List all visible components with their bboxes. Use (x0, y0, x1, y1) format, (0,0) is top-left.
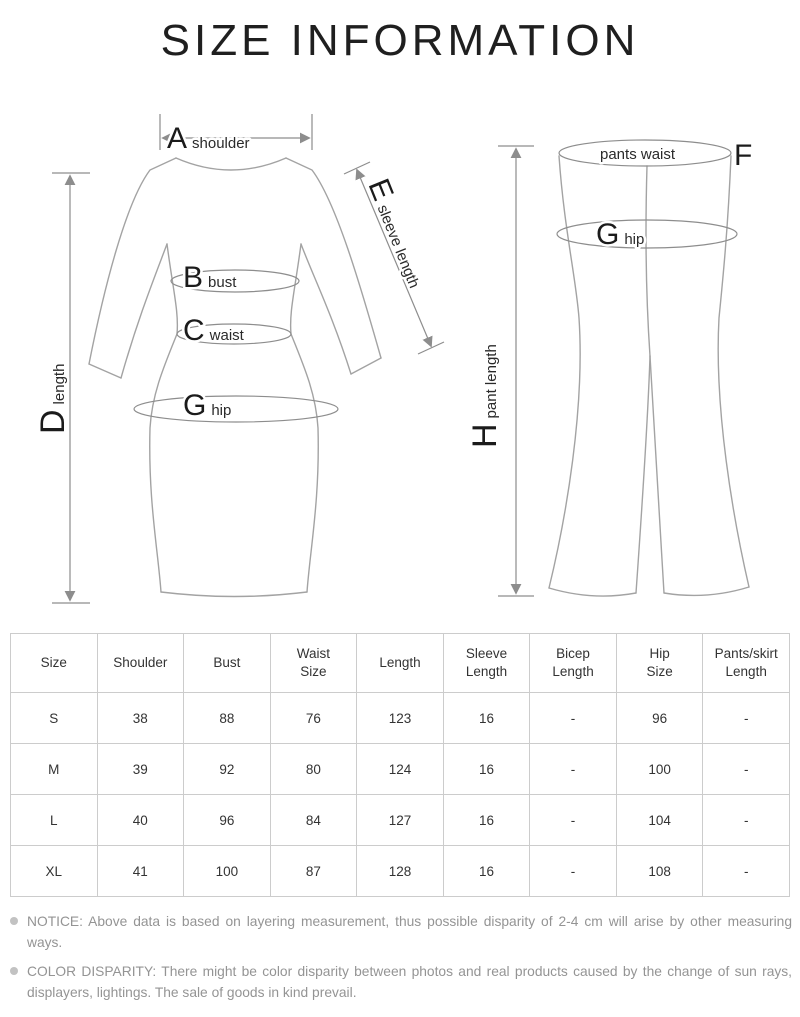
size-table: Size Shoulder Bust Waist Size Length Sle… (10, 633, 790, 897)
table-cell: 124 (356, 743, 444, 795)
table-cell: 76 (269, 692, 358, 744)
dress-label-sleeve-length: Esleeve length (362, 174, 435, 292)
table-cell: 80 (269, 743, 358, 795)
table-cell: 123 (356, 692, 444, 744)
column-header-hip-size: Hip Size (615, 633, 704, 693)
pants-label-waist-word: pants waist (600, 146, 676, 163)
table-cell: 100 (615, 743, 704, 795)
table-cell: 41 (96, 845, 185, 897)
table-cell: XL (10, 845, 98, 897)
column-header-shoulder: Shoulder (96, 633, 185, 693)
table-cell: 96 (183, 794, 271, 846)
table-cell: 40 (96, 794, 185, 846)
table-cell: 108 (615, 845, 704, 897)
measurement-lines (52, 114, 738, 604)
table-cell: 16 (442, 794, 531, 846)
table-row-m: M 39 92 80 124 16 - 100 - (10, 743, 790, 795)
dress-outline (88, 157, 382, 598)
table-cell: 84 (269, 794, 358, 846)
bullet-icon (10, 917, 18, 925)
table-cell: 87 (269, 845, 358, 897)
table-cell: 39 (96, 743, 185, 795)
table-cell: - (529, 794, 617, 846)
bullet-icon (10, 967, 18, 976)
column-header-bicep-length: Bicep Length (529, 633, 617, 693)
table-row-xl: XL 41 100 87 128 16 - 108 - (10, 845, 790, 897)
column-header-length: Length (356, 633, 444, 693)
table-cell: - (529, 692, 617, 744)
notice-text: COLOR DISPARITY: There might be color di… (27, 964, 792, 1001)
column-header-sleeve-length: Sleeve Length (442, 633, 531, 693)
table-cell: M (10, 743, 98, 795)
table-cell: 16 (442, 743, 531, 795)
table-cell: 16 (442, 845, 531, 897)
table-cell: - (702, 794, 790, 846)
table-cell: - (702, 845, 790, 897)
table-cell: 38 (96, 692, 185, 744)
pants-label-length: Hpant length (466, 344, 504, 448)
table-cell: - (702, 743, 790, 795)
table-cell: 128 (356, 845, 444, 897)
table-cell: - (529, 845, 617, 897)
table-cell: 88 (183, 692, 271, 744)
table-row-s: S 38 88 76 123 16 - 96 - (10, 692, 790, 744)
table-cell: 16 (442, 692, 531, 744)
table-header-row: Size Shoulder Bust Waist Size Length Sle… (10, 633, 790, 693)
column-header-waist-size: Waist Size (269, 633, 358, 693)
pants-outline (548, 155, 750, 597)
page-title: SIZE INFORMATION (160, 16, 640, 65)
column-header-size: Size (10, 633, 98, 693)
notice-item: NOTICE: Above data is based on layering … (10, 912, 792, 953)
column-header-bust: Bust (183, 633, 271, 693)
table-cell: 127 (356, 794, 444, 846)
table-cell: L (10, 794, 98, 846)
table-cell: - (529, 743, 617, 795)
dress-label-length: Dlength (34, 364, 72, 434)
notice-text: NOTICE: Above data is based on layering … (27, 914, 792, 950)
column-header-pants-skirt-length: Pants/skirt Length (702, 633, 790, 693)
table-cell: 100 (183, 845, 271, 897)
notices-section: NOTICE: Above data is based on layering … (10, 912, 792, 1013)
table-cell: 96 (615, 692, 704, 744)
table-cell: 104 (615, 794, 704, 846)
table-row-l: L 40 96 84 127 16 - 104 - (10, 794, 790, 846)
table-cell: - (702, 692, 790, 744)
notice-item: COLOR DISPARITY: There might be color di… (10, 962, 792, 1003)
pants-label-waist-letter: F (734, 139, 752, 172)
table-cell: S (10, 692, 98, 744)
table-cell: 92 (183, 743, 271, 795)
